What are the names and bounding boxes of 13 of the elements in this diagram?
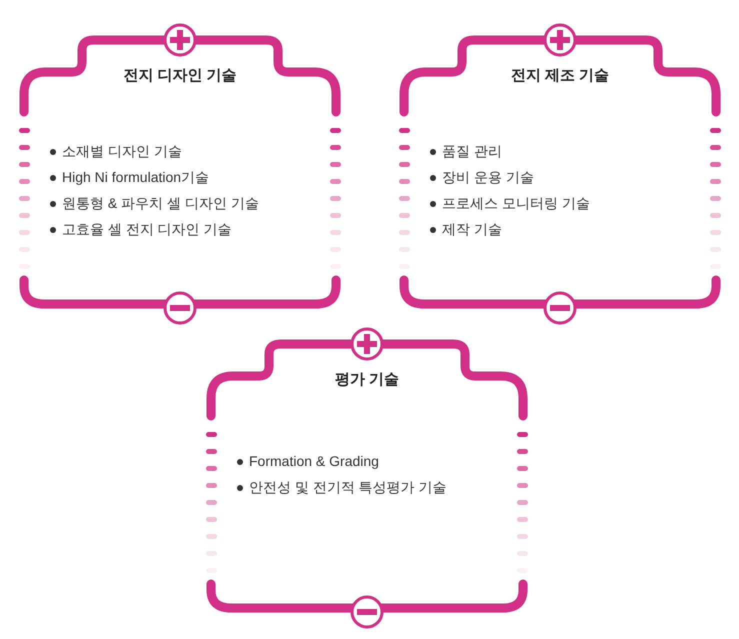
- card-title: 평가 기술: [334, 370, 400, 389]
- bullet-item: 소재별 디자인 기술: [50, 142, 316, 161]
- bullet-item: 품질 관리: [430, 142, 696, 161]
- bullet-item: 안전성 및 전기적 특성평가 기술: [237, 478, 503, 497]
- bullet-item: 제작 기술: [430, 220, 696, 239]
- bullet-item: High Ni formulation기술: [50, 168, 316, 187]
- card-title: 전지 디자인 기술: [122, 66, 238, 85]
- bullet-item: 프로세스 모니터링 기술: [430, 194, 696, 213]
- bullet-item: 고효율 셀 전지 디자인 기술: [50, 220, 316, 239]
- bullet-item: Formation & Grading: [237, 452, 503, 471]
- card-title: 전지 제조 기술: [510, 66, 610, 85]
- bullet-item: 원통형 & 파우치 셀 디자인 기술: [50, 194, 316, 213]
- bullet-item: 장비 운용 기술: [430, 168, 696, 187]
